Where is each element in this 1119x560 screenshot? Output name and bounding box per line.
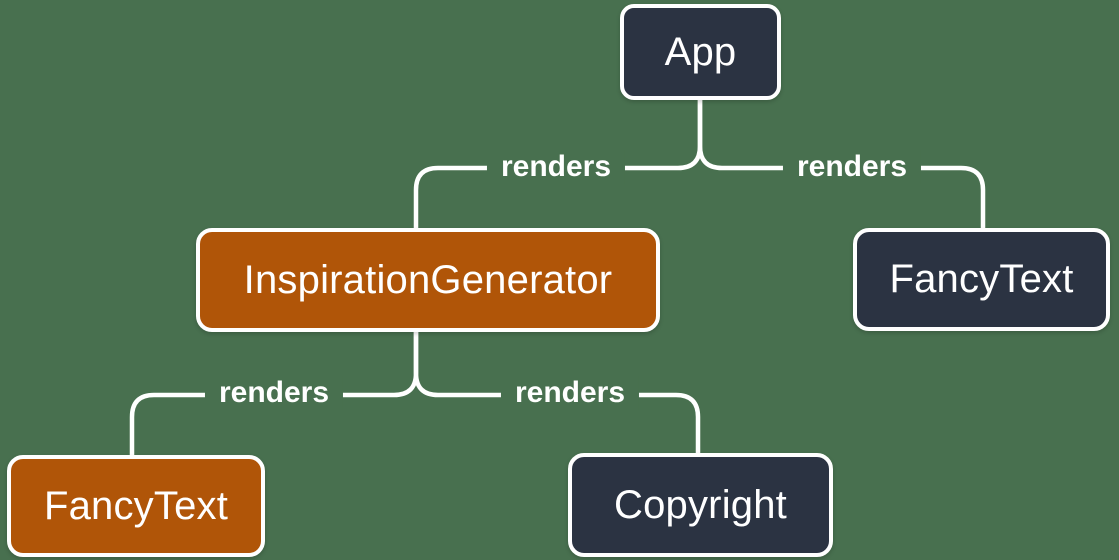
node-inspiration-generator: InspirationGenerator (196, 228, 660, 332)
node-copyright: Copyright (568, 453, 833, 557)
node-fancy-text-top: FancyText (853, 228, 1110, 331)
node-fancy-text-bottom: FancyText (7, 455, 265, 557)
edge-label-app-inspirationgenerator: renders (486, 150, 626, 184)
node-label: FancyText (43, 483, 229, 528)
edge-label-inspirationgenerator-copyright: renders (500, 376, 640, 410)
edge-label-inspirationgenerator-fancytext: renders (204, 376, 344, 410)
node-label: InspirationGenerator (243, 257, 613, 302)
node-app: App (620, 4, 781, 100)
edge-label-app-fancytext: renders (782, 150, 922, 184)
node-label: FancyText (889, 257, 1074, 301)
node-label: Copyright (614, 482, 787, 527)
node-label: App (664, 29, 737, 74)
